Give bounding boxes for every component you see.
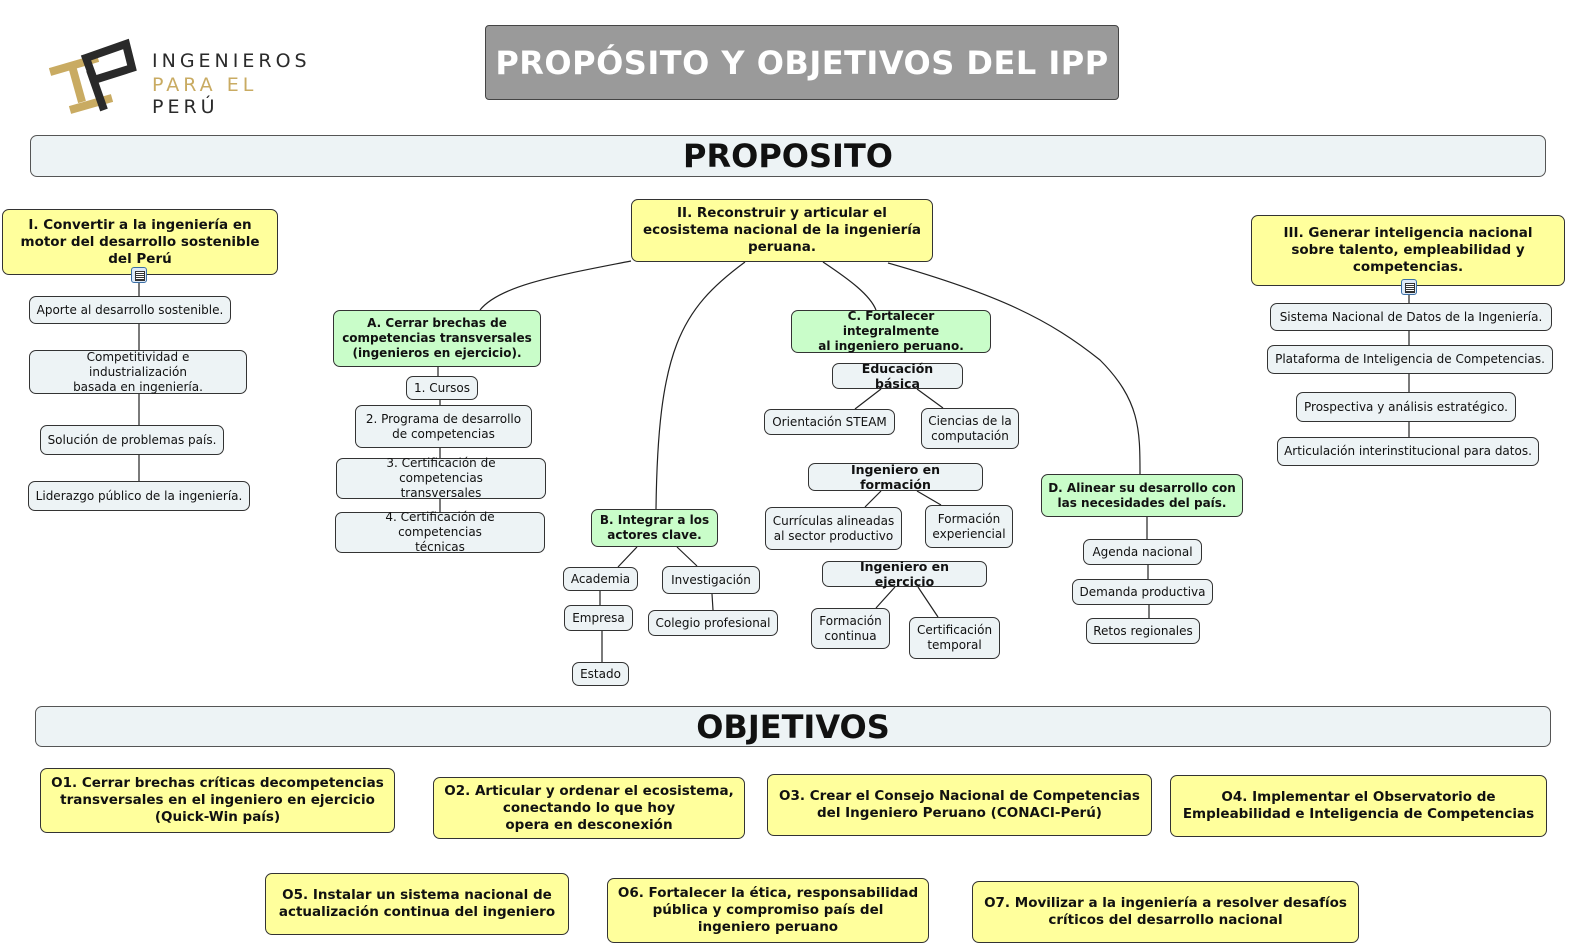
branch-a-item[interactable]: 4. Certificación de competencias técnica… [335, 510, 545, 554]
branch-b-item[interactable]: Empresa [564, 605, 633, 631]
pillar-1-item[interactable]: Competitividad e industrialización basad… [29, 350, 247, 394]
objective-o7[interactable]: O7. Movilizar a la ingeniería a resolver… [972, 881, 1359, 943]
branch-d-node[interactable]: D. Alinear su desarrollo con las necesid… [1041, 474, 1243, 517]
pillar-3-item[interactable]: Plataforma de Inteligencia de Competenci… [1267, 345, 1553, 374]
branch-c-item[interactable]: Ciencias de la computación [921, 408, 1019, 449]
objective-o5[interactable]: O5. Instalar un sistema nacional de actu… [265, 873, 569, 935]
logo-text-line2: PARA EL PERÚ [152, 74, 320, 118]
pillar-3-item[interactable]: Prospectiva y análisis estratégico. [1296, 392, 1516, 422]
logo: INGENIEROS PARA EL PERÚ [40, 30, 320, 120]
objective-o3[interactable]: O3. Crear el Consejo Nacional de Compete… [767, 774, 1152, 836]
branch-c-node[interactable]: C. Fortalecer integralmente al ingeniero… [791, 309, 991, 353]
branch-b-node[interactable]: B. Integrar a los actores clave. [591, 509, 718, 547]
proposito-heading: PROPOSITO [30, 135, 1546, 177]
branch-c-item[interactable]: Orientación STEAM [764, 409, 895, 435]
branch-d-item[interactable]: Retos regionales [1086, 618, 1200, 644]
objective-o1[interactable]: O1. Cerrar brechas críticas decompetenci… [40, 768, 395, 833]
branch-d-item[interactable]: Agenda nacional [1083, 539, 1202, 565]
pillar-2-node[interactable]: II. Reconstruir y articular el ecosistem… [631, 199, 933, 262]
branch-b-item[interactable]: Colegio profesional [648, 610, 778, 636]
branch-c-item[interactable]: Certificación temporal [909, 617, 1000, 659]
ipp-logo-mark [48, 38, 137, 114]
logo-text-line1: INGENIEROS [152, 50, 311, 72]
page-title: PROPÓSITO Y OBJETIVOS DEL IPP [485, 25, 1119, 100]
branch-a-item[interactable]: 1. Cursos [406, 376, 478, 400]
pillar-3-item[interactable]: Articulación interinstitucional para dat… [1277, 437, 1539, 466]
branch-c-item[interactable]: Formación continua [811, 608, 890, 649]
branch-c-item[interactable]: Formación experiencial [925, 505, 1013, 548]
branch-b-item[interactable]: Academia [563, 567, 638, 591]
logo-text-peru: PERÚ [152, 96, 219, 118]
branch-a-node[interactable]: A. Cerrar brechas de competencias transv… [333, 310, 541, 367]
branch-c-item[interactable]: Currículas alineadas al sector productiv… [765, 507, 902, 550]
pillar-1-node[interactable]: I. Convertir a la ingeniería en motor de… [2, 209, 278, 275]
note-icon[interactable] [1401, 279, 1417, 295]
objective-o6[interactable]: O6. Fortalecer la ética, responsabilidad… [607, 878, 929, 943]
pillar-1-item[interactable]: Solución de problemas país. [40, 425, 224, 455]
pillar-1-item[interactable]: Liderazgo público de la ingeniería. [28, 481, 250, 511]
branch-b-item[interactable]: Investigación [662, 566, 760, 594]
branch-b-item[interactable]: Estado [572, 662, 629, 686]
objective-o2[interactable]: O2. Articular y ordenar el ecosistema, c… [433, 777, 745, 839]
branch-c-group[interactable]: Ingeniero en formación [808, 462, 983, 492]
pillar-3-node[interactable]: III. Generar inteligencia nacional sobre… [1251, 215, 1565, 286]
note-icon[interactable] [131, 267, 147, 283]
objetivos-heading: OBJETIVOS [35, 706, 1551, 747]
objective-o4[interactable]: O4. Implementar el Observatorio de Emple… [1170, 775, 1547, 837]
branch-c-group[interactable]: Ingeniero en ejercicio [822, 559, 987, 589]
pillar-3-item[interactable]: Sistema Nacional de Datos de la Ingenier… [1270, 303, 1552, 331]
pillar-1-item[interactable]: Aporte al desarrollo sostenible. [29, 296, 231, 324]
branch-c-group[interactable]: Educación básica [832, 361, 963, 391]
branch-a-item[interactable]: 2. Programa de desarrollo de competencia… [355, 405, 532, 448]
logo-text-para-el: PARA EL [152, 74, 258, 96]
branch-d-item[interactable]: Demanda productiva [1072, 579, 1213, 605]
branch-a-item[interactable]: 3. Certificación de competencias transve… [336, 456, 546, 500]
